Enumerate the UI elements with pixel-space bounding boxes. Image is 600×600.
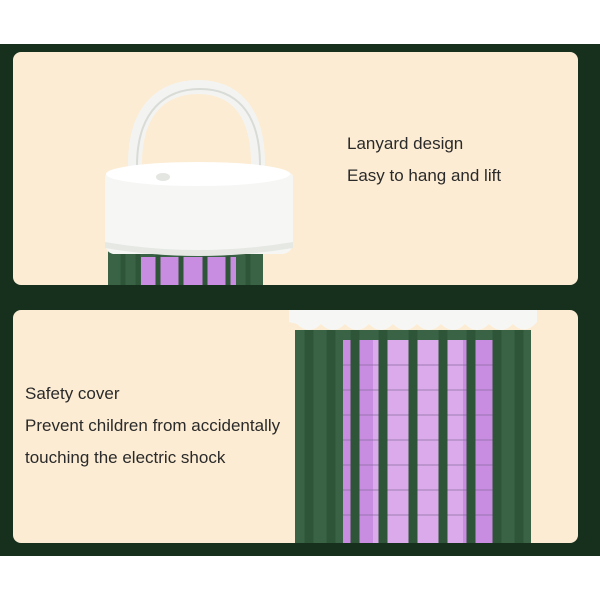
caption-line-detail-2: touching the electric shock <box>25 448 226 467</box>
feature-panel-lanyard: Lanyard design Easy to hang and lift <box>13 52 578 285</box>
bug-zapper-top-icon <box>105 79 293 285</box>
bug-zapper-cage-icon <box>289 310 537 543</box>
lamp-handle-icon <box>128 79 265 171</box>
caption-line-title: Safety cover <box>25 384 120 403</box>
caption-line-detail: Easy to hang and lift <box>347 166 502 185</box>
feature-panel-safety-cover: Safety cover Prevent children from accid… <box>13 310 578 543</box>
caption-line-title: Lanyard design <box>347 134 464 153</box>
safety-caption: Safety cover Prevent children from accid… <box>25 378 280 474</box>
lanyard-caption: Lanyard design Easy to hang and lift <box>347 128 501 192</box>
caption-line-detail-1: Prevent children from accidentally <box>25 416 281 435</box>
